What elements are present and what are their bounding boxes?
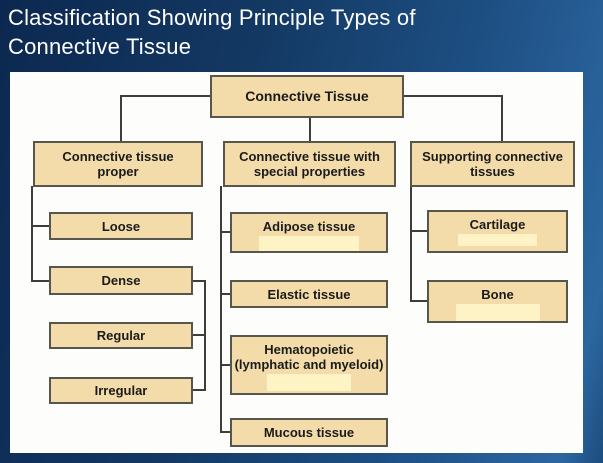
node-connective-tissue: Connective Tissue	[210, 75, 404, 118]
node-regular: Regular	[49, 322, 193, 349]
node-mucous: Mucous tissue	[230, 418, 388, 447]
node-special-properties: Connective tissue with special propertie…	[223, 141, 396, 187]
connector	[193, 280, 206, 282]
connector	[501, 95, 503, 141]
node-loose: Loose	[49, 212, 193, 240]
page-title: Classification Showing Principle Types o…	[8, 5, 416, 59]
connector	[220, 364, 230, 366]
node-dense: Dense	[49, 266, 193, 295]
node-label: Bone	[481, 287, 514, 302]
connector	[220, 293, 230, 295]
node-irregular: Irregular	[49, 377, 193, 404]
node-label: Hematopoietic (lymphatic and myeloid)	[234, 342, 384, 372]
node-elastic: Elastic tissue	[230, 280, 388, 308]
node-label: Adipose tissue	[262, 219, 356, 234]
connector	[220, 231, 230, 233]
node-connective-tissue-proper: Connective tissue proper	[33, 141, 203, 187]
node-adipose: Adipose tissue	[230, 212, 388, 253]
connector	[404, 95, 503, 97]
connector	[31, 280, 49, 282]
highlight-patch	[259, 236, 359, 251]
connector	[193, 334, 206, 336]
node-hematopoietic: Hematopoietic (lymphatic and myeloid)	[230, 335, 388, 395]
node-label: Cartilage	[469, 217, 526, 232]
node-cartilage: Cartilage	[427, 210, 568, 253]
connector	[220, 186, 222, 432]
node-bone: Bone	[427, 280, 568, 323]
connector	[220, 431, 230, 433]
highlight-patch	[458, 234, 537, 246]
connector	[410, 230, 427, 232]
connector	[193, 389, 206, 391]
connector	[31, 186, 33, 282]
connector	[410, 186, 412, 302]
connector	[120, 95, 122, 141]
connector	[31, 225, 49, 227]
connector	[410, 300, 427, 302]
node-supporting-tissues: Supporting connective tissues	[410, 141, 575, 187]
connector	[120, 95, 210, 97]
highlight-patch	[455, 304, 540, 321]
highlight-patch	[267, 374, 351, 391]
connector	[309, 117, 311, 141]
